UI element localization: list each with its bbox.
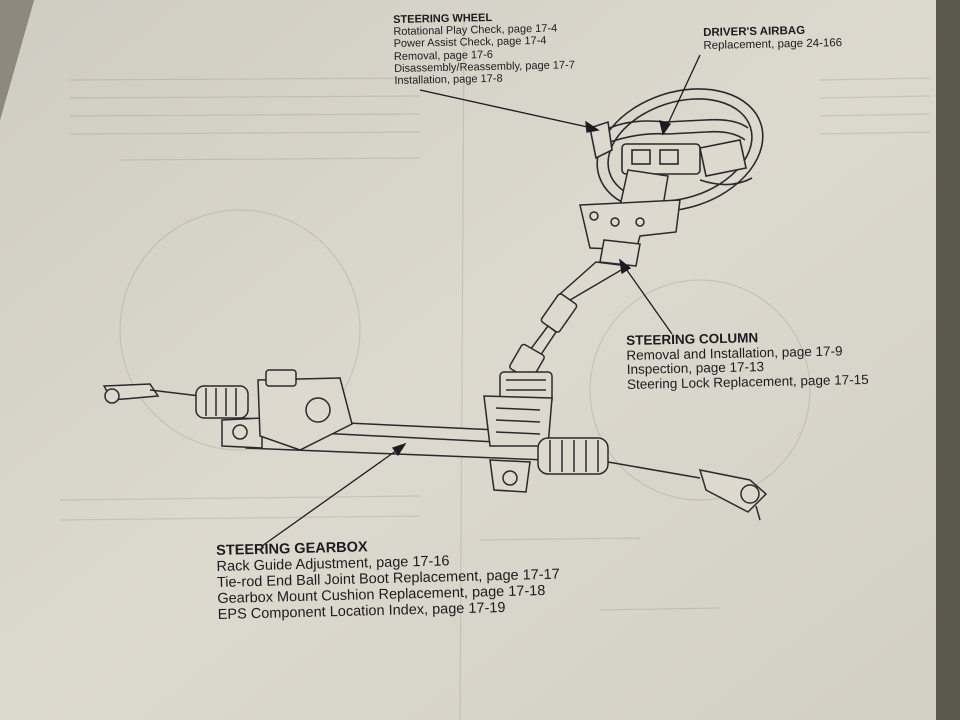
callout-steering-gearbox: STEERING GEARBOX Rack Guide Adjustment, … xyxy=(216,535,561,623)
callout-drivers-airbag: DRIVER'S AIRBAG Replacement, page 24-166 xyxy=(703,24,842,52)
callout-steering-wheel: STEERING WHEEL Rotational Play Check, pa… xyxy=(393,10,575,87)
show-through xyxy=(59,19,931,720)
steering-gearbox-drawing xyxy=(102,369,768,521)
page-edge-shadow xyxy=(936,0,960,720)
leader-lines xyxy=(261,54,701,547)
steering-column-drawing xyxy=(499,169,681,405)
page-stack-shadow xyxy=(0,0,34,120)
paper-sheet xyxy=(0,0,940,720)
callout-steering-column: STEERING COLUMN Removal and Installation… xyxy=(626,329,869,392)
